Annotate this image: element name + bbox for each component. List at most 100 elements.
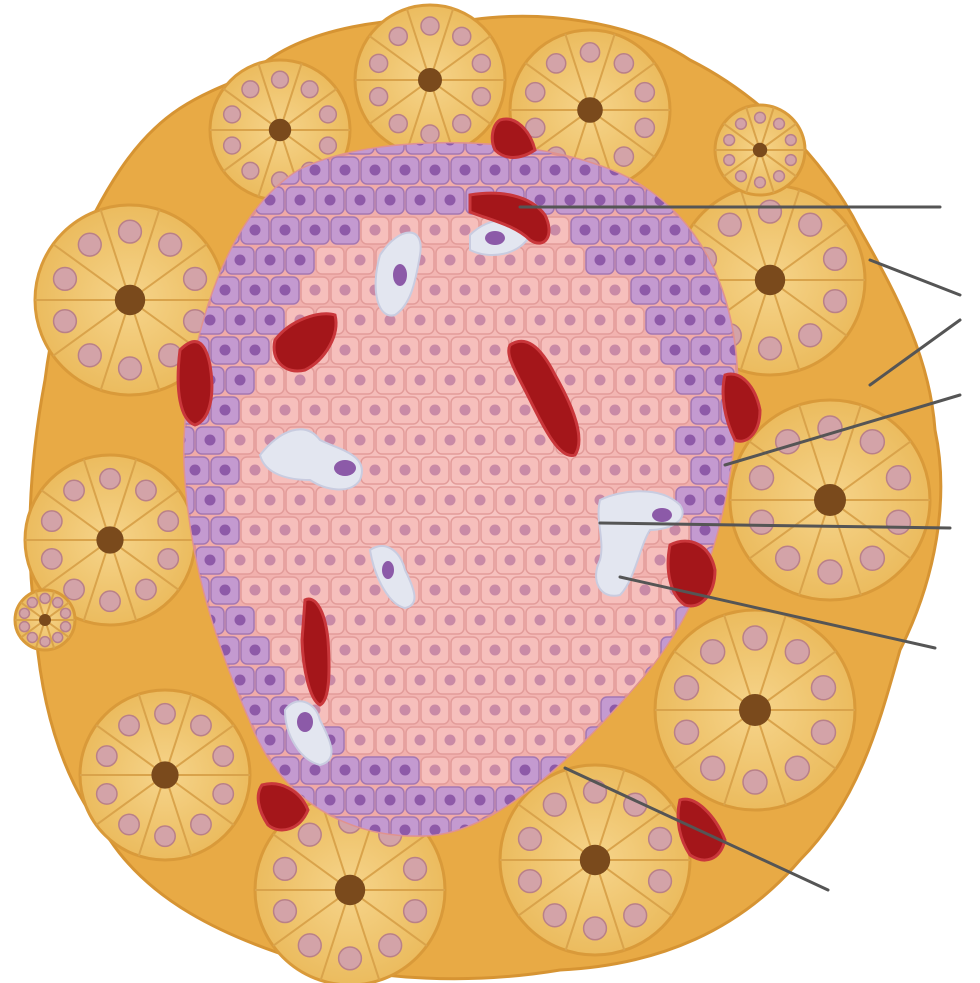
beta-cell — [406, 727, 434, 754]
alpha-cell — [676, 307, 704, 334]
beta-cell — [586, 607, 614, 634]
beta-cell — [271, 397, 299, 424]
beta-cell — [571, 637, 599, 664]
beta-cell — [361, 337, 389, 364]
beta-cell — [316, 547, 344, 574]
beta-cell — [556, 547, 584, 574]
beta-cell — [616, 427, 644, 454]
beta-cell — [586, 427, 614, 454]
beta-cell — [496, 547, 524, 574]
beta-cell — [391, 397, 419, 424]
beta-cell — [331, 337, 359, 364]
beta-cell — [466, 427, 494, 454]
beta-cell — [586, 667, 614, 694]
beta-cell — [436, 427, 464, 454]
beta-cell — [661, 457, 689, 484]
alpha-cell — [511, 757, 539, 784]
beta-cell — [376, 367, 404, 394]
alpha-cell — [211, 517, 239, 544]
beta-cell — [496, 307, 524, 334]
beta-cell — [511, 277, 539, 304]
beta-cell — [376, 607, 404, 634]
beta-cell — [481, 577, 509, 604]
alpha-cell — [196, 427, 224, 454]
beta-cell — [331, 697, 359, 724]
alpha-cell — [271, 277, 299, 304]
beta-cell — [616, 367, 644, 394]
alpha-cell — [616, 187, 644, 214]
beta-cell — [601, 277, 629, 304]
alpha-cell — [286, 247, 314, 274]
beta-cell — [301, 397, 329, 424]
beta-cell — [286, 547, 314, 574]
alpha-cell — [646, 307, 674, 334]
beta-cell — [586, 307, 614, 334]
beta-cell — [466, 547, 494, 574]
beta-cell — [346, 727, 374, 754]
beta-cell — [526, 247, 554, 274]
alpha-cell — [346, 187, 374, 214]
alpha-cell — [406, 787, 434, 814]
beta-cell — [586, 367, 614, 394]
acinus — [715, 105, 805, 195]
alpha-cell — [451, 157, 479, 184]
beta-cell — [541, 277, 569, 304]
alpha-cell — [211, 577, 239, 604]
alpha-cell — [361, 757, 389, 784]
beta-cell — [256, 487, 284, 514]
beta-cell — [331, 277, 359, 304]
alpha-cell — [256, 667, 284, 694]
beta-cell — [541, 697, 569, 724]
beta-cell — [331, 577, 359, 604]
alpha-cell — [586, 247, 614, 274]
beta-cell — [481, 637, 509, 664]
beta-cell — [496, 667, 524, 694]
beta-cell — [496, 607, 524, 634]
beta-cell — [526, 727, 554, 754]
alpha-cell — [541, 157, 569, 184]
beta-cell — [541, 637, 569, 664]
beta-cell — [451, 577, 479, 604]
beta-cell — [361, 697, 389, 724]
acinus — [355, 5, 505, 155]
beta-cell — [256, 607, 284, 634]
beta-cell — [421, 517, 449, 544]
alpha-cell — [601, 217, 629, 244]
beta-cell — [451, 277, 479, 304]
alpha-cell — [676, 367, 704, 394]
beta-cell — [391, 637, 419, 664]
beta-cell — [346, 607, 374, 634]
beta-cell — [241, 397, 269, 424]
alpha-cell — [271, 217, 299, 244]
beta-cell — [271, 577, 299, 604]
beta-cell — [541, 577, 569, 604]
beta-cell — [346, 247, 374, 274]
beta-cell — [541, 517, 569, 544]
beta-cell — [631, 397, 659, 424]
alpha-cell — [391, 757, 419, 784]
alpha-cell — [316, 187, 344, 214]
beta-cell — [556, 247, 584, 274]
alpha-cell — [616, 247, 644, 274]
alpha-cell — [661, 337, 689, 364]
beta-cell — [571, 577, 599, 604]
beta-cell — [511, 577, 539, 604]
alpha-cell — [256, 247, 284, 274]
alpha-cell — [481, 157, 509, 184]
beta-cell — [301, 517, 329, 544]
beta-cell — [496, 487, 524, 514]
acinus — [15, 590, 75, 650]
alpha-cell — [631, 277, 659, 304]
beta-cell — [481, 697, 509, 724]
beta-cell — [346, 307, 374, 334]
beta-cell — [556, 487, 584, 514]
alpha-cell — [226, 367, 254, 394]
beta-cell — [631, 457, 659, 484]
beta-cell — [361, 397, 389, 424]
alpha-cell — [226, 307, 254, 334]
beta-cell — [526, 547, 554, 574]
acinus — [655, 610, 855, 810]
alpha-cell — [391, 157, 419, 184]
alpha-cell — [466, 787, 494, 814]
